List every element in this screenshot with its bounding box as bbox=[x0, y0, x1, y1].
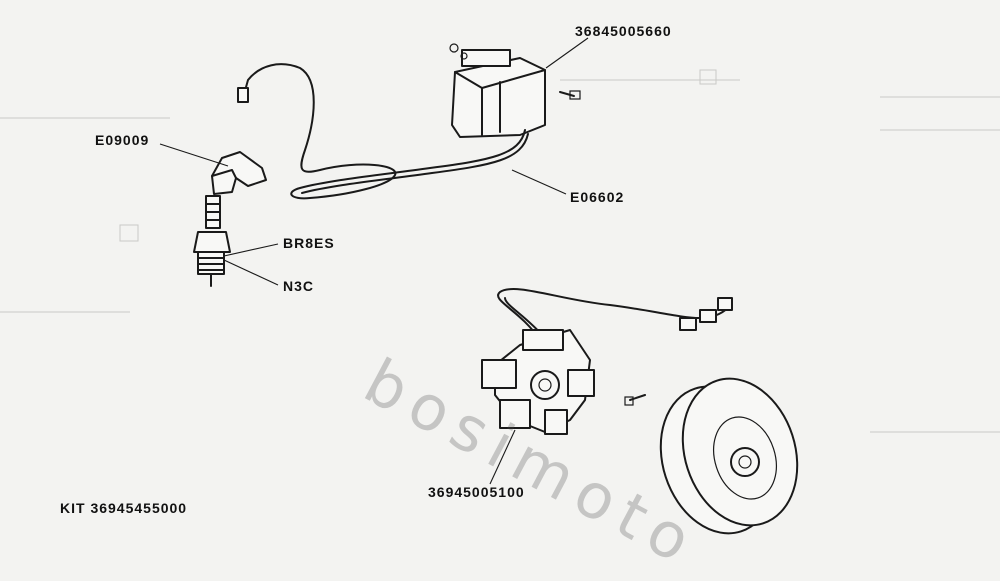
leader-lines bbox=[159, 37, 589, 485]
parts-diagram bbox=[0, 37, 1000, 535]
hv-cable-drawing bbox=[237, 63, 529, 200]
background-ghost-marks bbox=[0, 69, 1000, 433]
ignition-coil-part-number: 36845005660 bbox=[575, 23, 672, 39]
spark-plug-type-br8es: BR8ES bbox=[283, 235, 335, 251]
ignition-coil-drawing bbox=[449, 43, 581, 138]
spark-plug-drawing bbox=[193, 151, 267, 287]
flywheel-drawing bbox=[659, 377, 799, 535]
stator-drawing bbox=[481, 288, 733, 435]
hv-cable-part-number: E06602 bbox=[570, 189, 625, 205]
spark-plug-type-n3c: N3C bbox=[283, 278, 315, 294]
stator-part-number: 36945005100 bbox=[428, 484, 525, 500]
spark-plug-cap-part-number: E09009 bbox=[95, 132, 150, 148]
kit-part-number: KIT 36945455000 bbox=[60, 500, 188, 516]
